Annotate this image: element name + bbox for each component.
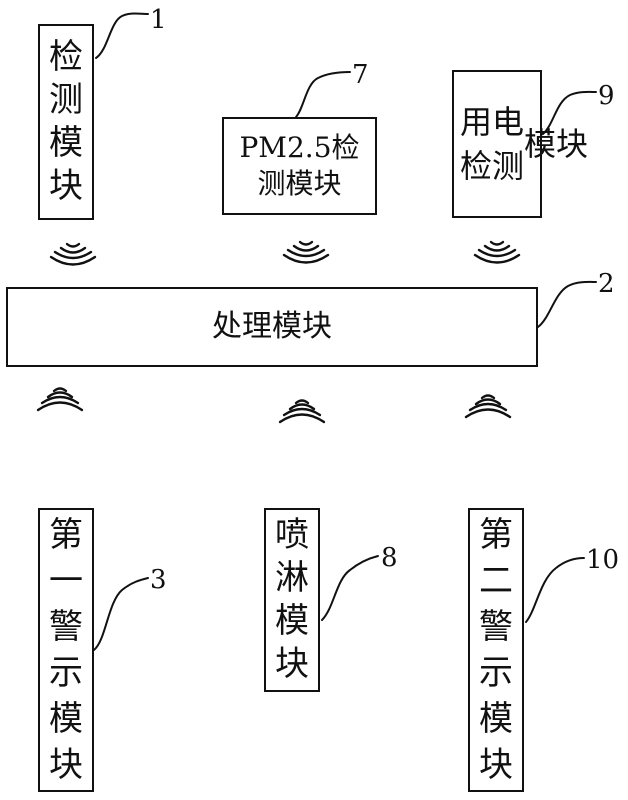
processing-module-label: 处理模块 [212,309,332,344]
wireless-signal-icon [49,242,97,266]
label-char: 块 [49,166,83,206]
label-char: 淋 [275,558,309,598]
spray-module-box: 喷淋模块 [264,508,320,692]
wireless-signal-icon [36,387,84,412]
second-warning-module-label: 第二警示模块 [470,510,522,790]
leader-line-2 [537,280,597,328]
label-char: 块 [275,644,309,684]
leader-line-8 [321,555,379,621]
leader-line-9 [542,90,597,135]
wireless-signal-icon [473,240,521,264]
label-char: 示 [49,653,83,693]
spray-module-label: 喷淋模块 [266,510,318,690]
label-number-2: 2 [598,269,615,299]
label-char: 二 [479,561,513,601]
label-char: 块 [479,745,513,785]
leader-line-1 [95,12,149,59]
label-number-9: 9 [598,81,615,111]
label-char: 警 [479,607,513,647]
pm25-label-line1: PM2.5检 [239,131,360,164]
first-warning-module-label: 第一警示模块 [40,510,92,790]
label-char: 模 [49,123,83,163]
label-char: 测 [49,80,83,120]
wireless-signal-icon [282,240,330,264]
label-char: 第 [479,515,513,555]
leader-line-7 [295,71,351,118]
label-char: 警 [49,607,83,647]
label-row: 用电 [460,103,525,141]
label-number-1: 1 [150,5,167,35]
label-char: 第 [49,515,83,555]
power-detection-module-box: 用电检测模块 [452,70,588,218]
leader-line-3 [93,577,149,651]
label-char: 模 [275,601,309,641]
wireless-signal-icon [464,394,512,419]
second-warning-module-box: 第二警示模块 [468,508,524,792]
pm25-label-line2: 测模块 [257,167,342,200]
detection-module-box: 检测模块 [38,24,94,220]
label-char: 检 [49,37,83,77]
label-char: 块 [49,745,83,785]
pm25-detection-module-label: PM2.5检 测模块 [224,119,375,213]
label-char: 一 [49,561,83,601]
power-detection-module-label: 用电检测模块 [454,72,588,216]
label-number-3: 3 [150,565,167,595]
label-number-8: 8 [381,543,398,573]
first-warning-module-box: 第一警示模块 [38,508,94,792]
label-char: 喷 [275,515,309,555]
processing-module-box: 处理模块 [6,287,538,367]
label-char: 示 [479,653,513,693]
label-row: 检测 [460,147,525,185]
label-row: 模块 [524,125,589,163]
wireless-signal-icon [278,399,326,424]
pm25-detection-module-box: PM2.5检 测模块 [222,117,377,215]
label-char: 模 [479,699,513,739]
label-char: 模 [49,699,83,739]
detection-module-label: 检测模块 [40,26,92,218]
leader-line-10 [525,557,585,623]
label-number-7: 7 [352,60,369,90]
label-number-10: 10 [586,545,620,575]
